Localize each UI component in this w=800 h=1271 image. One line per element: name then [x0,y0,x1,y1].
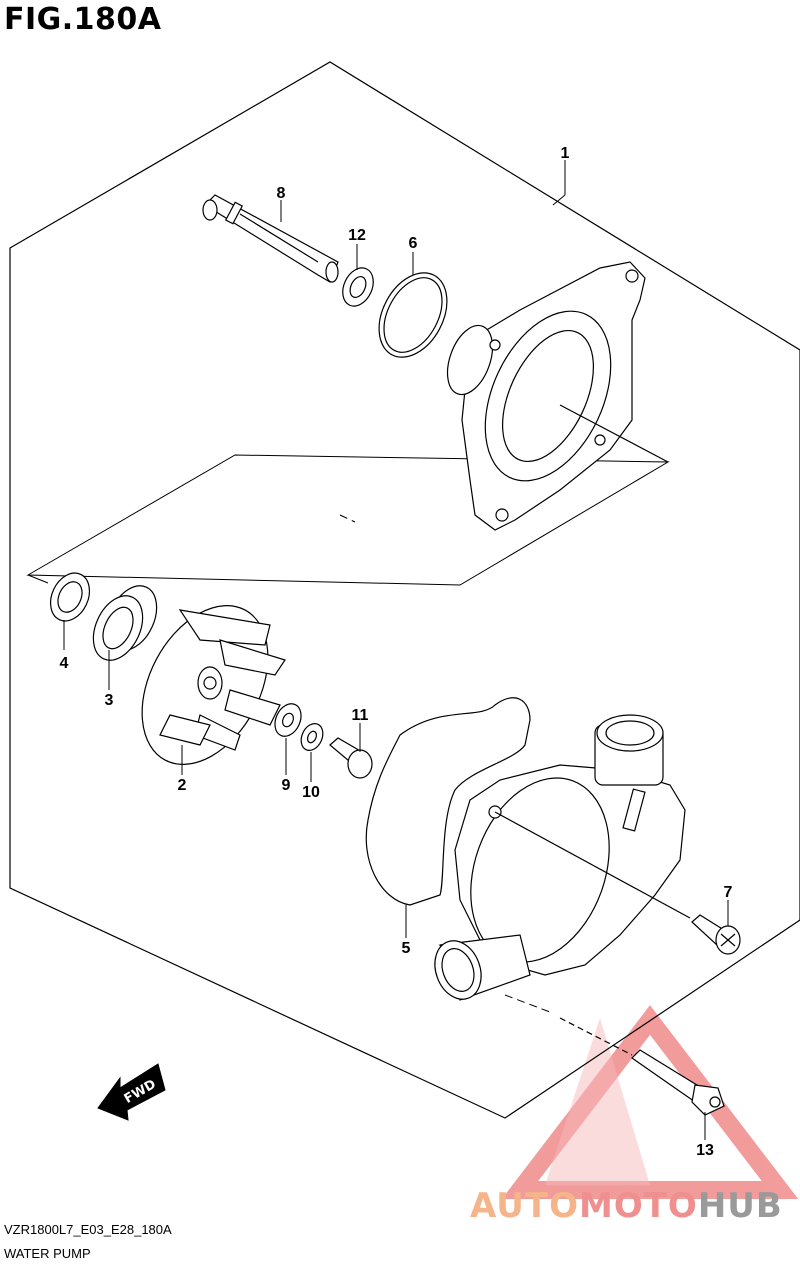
callout-2: 2 [178,777,187,794]
pump-cover-housing [434,714,691,1001]
callout-11: 11 [352,707,369,724]
part-10-washer [300,723,324,751]
part-6-o-ring [378,272,448,358]
watermark-part2: MOTO [578,1186,698,1226]
assembly-outline [9,61,800,1119]
assembly-guide-lines [339,514,551,1013]
watermark-part3: HUB [697,1186,783,1226]
part-8-shaft [202,194,339,283]
part-12-washer [342,267,374,307]
callout-5: 5 [402,940,411,957]
watermark-part1: AUTO [470,1186,579,1226]
callout-6: 6 [409,235,418,252]
callout-7: 7 [724,884,733,901]
callout-4: 4 [60,655,69,672]
part-4-oil-seal [49,572,91,622]
figure-title: FIG.180A [4,2,162,37]
model-code: VZR1800L7_E03_E28_180A [4,1222,172,1237]
callout-8: 8 [277,185,286,202]
callout-3: 3 [105,692,114,709]
part-11-bolt [329,737,373,779]
part-1-pump-case [446,261,669,531]
part-3-mechanical-seal [92,585,158,661]
callout-labels: 1 2 3 4 5 6 7 8 9 10 11 12 13 [60,145,733,1159]
watermark-triangle [501,1005,799,1199]
part-2-impeller [141,605,286,765]
part-9-washer [274,703,302,737]
part-5-gasket [365,697,531,906]
callout-10: 10 [302,784,320,801]
callout-12: 12 [348,227,366,244]
fwd-arrow-icon: FWD [97,1063,166,1121]
callout-9: 9 [282,777,291,794]
callout-13: 13 [696,1142,714,1159]
callout-leaders [63,160,729,1140]
part-13-bolt [559,1017,725,1116]
part-7-screw [691,914,741,955]
callout-1: 1 [561,145,570,162]
diagram-caption: WATER PUMP [4,1246,91,1261]
watermark-logo-text: AUTOMOTOHUB [470,1186,783,1226]
